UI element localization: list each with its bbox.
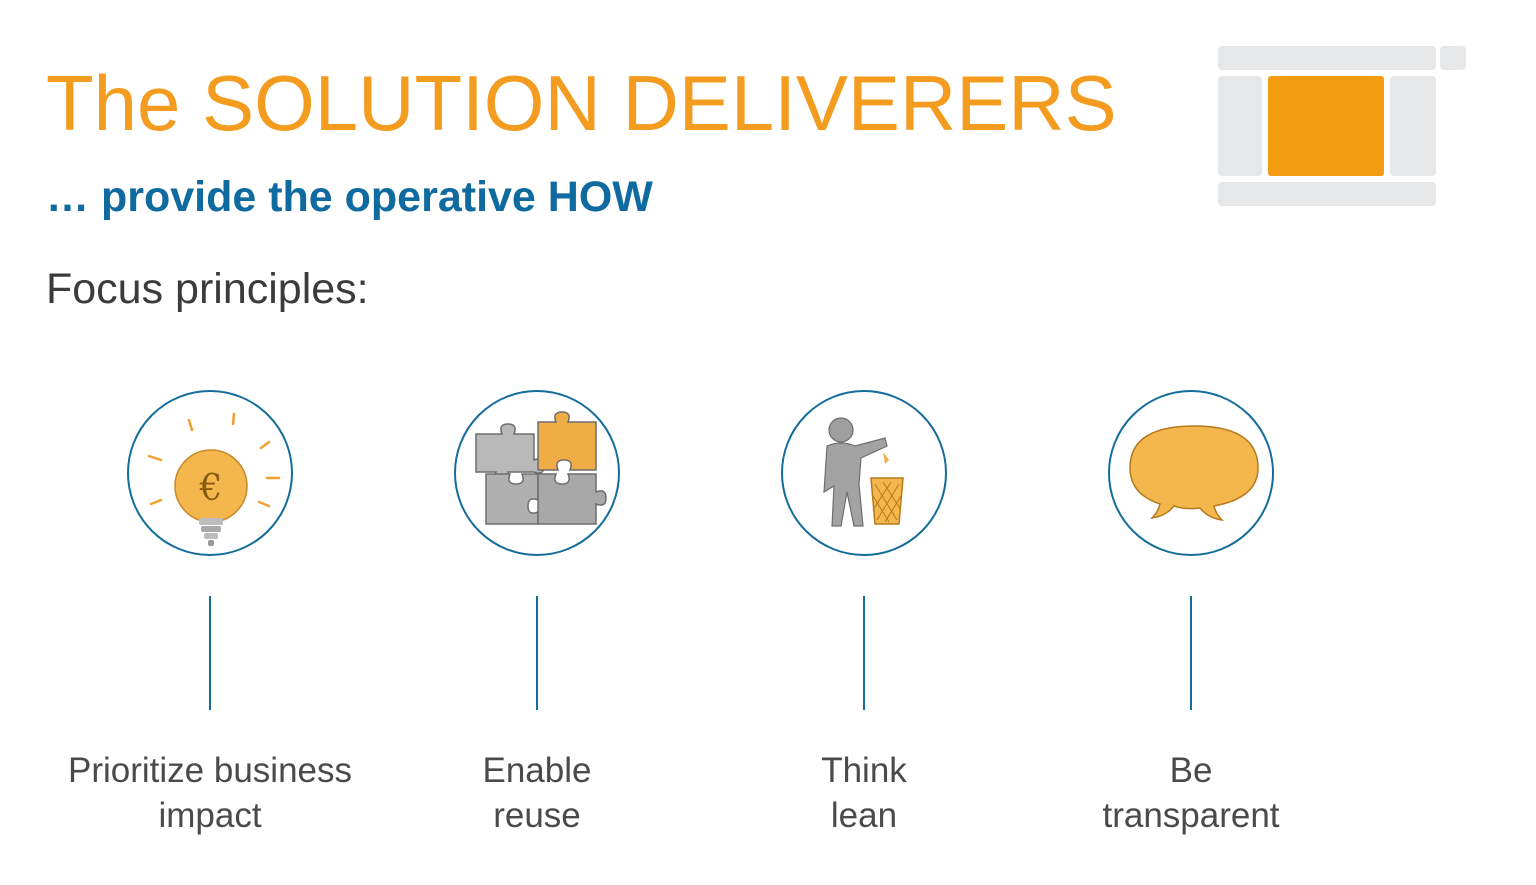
page-title: The SOLUTION DELIVERERS xyxy=(46,59,1117,147)
principle-label: Enable reuse xyxy=(387,748,687,838)
connector-line xyxy=(863,596,865,710)
connector-line xyxy=(1190,596,1192,710)
connector-line xyxy=(209,596,211,710)
layout-icon xyxy=(1218,46,1466,206)
puzzle-icon xyxy=(475,411,607,525)
principle-label-line1: Be xyxy=(1169,751,1213,790)
principle-label-line2: reuse xyxy=(493,796,581,835)
svg-text:€: € xyxy=(199,468,223,509)
principle-circle: € xyxy=(127,390,293,556)
principle-label-line2: transparent xyxy=(1102,796,1280,835)
principle-label-line1: Prioritize business xyxy=(68,751,352,790)
speech-bubble-icon xyxy=(1129,425,1259,522)
principle-circle xyxy=(781,390,947,556)
principle-label-line1: Think xyxy=(821,751,907,790)
focus-heading: Focus principles: xyxy=(46,265,369,313)
principle-label: Think lean xyxy=(714,748,1014,838)
connector-line xyxy=(536,596,538,710)
lightbulb-euro-icon: € xyxy=(147,412,281,546)
principle-label: Be transparent xyxy=(1041,748,1341,838)
principle-label: Prioritize business impact xyxy=(60,748,360,838)
principle-label-line2: impact xyxy=(158,796,262,835)
page-subtitle: … provide the operative HOW xyxy=(46,173,653,221)
principle-label-line1: Enable xyxy=(482,751,592,790)
principle-circle xyxy=(454,390,620,556)
principle-label-line2: lean xyxy=(830,796,898,835)
principle-circle xyxy=(1108,390,1274,556)
trash-figure-icon xyxy=(823,417,904,527)
